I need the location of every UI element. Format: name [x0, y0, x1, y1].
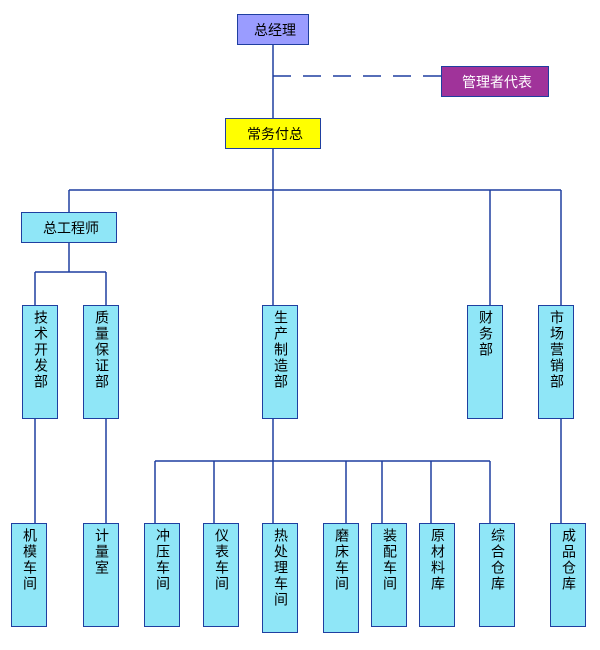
instrument-workshop-box: 仪表车间: [203, 523, 239, 627]
executive-vice-label: 常务付总: [247, 126, 303, 143]
tech-dev-dept-box: 技术开发部: [22, 305, 58, 419]
marketing-dept-box: 市场营销部: [538, 305, 574, 419]
tech-dev-dept-label: 技术开发部: [32, 310, 48, 390]
grinding-workshop-box: 磨床车间: [323, 523, 359, 633]
heat-treatment-workshop-label: 热处理车间: [272, 528, 288, 608]
raw-materials-store-label: 原材料库: [429, 528, 445, 592]
general-warehouse-box: 综合仓库: [479, 523, 515, 627]
stamping-workshop-box: 冲压车间: [144, 523, 180, 627]
stamping-workshop-label: 冲压车间: [154, 528, 170, 592]
finance-dept-label: 财务部: [477, 310, 493, 358]
finished-goods-warehouse-label: 成品仓库: [560, 528, 576, 592]
instrument-workshop-label: 仪表车间: [213, 528, 229, 592]
heat-treatment-workshop-box: 热处理车间: [262, 523, 298, 633]
production-dept-box: 生产制造部: [262, 305, 298, 419]
assembly-workshop-box: 装配车间: [371, 523, 407, 627]
production-dept-label: 生产制造部: [272, 310, 288, 390]
finished-goods-warehouse-box: 成品仓库: [550, 523, 586, 627]
marketing-dept-label: 市场营销部: [548, 310, 564, 390]
metrology-room-box: 计量室: [83, 523, 119, 627]
grinding-workshop-label: 磨床车间: [333, 528, 349, 592]
machine-mold-workshop-box: 机模车间: [11, 523, 47, 627]
management-representative-box: 管理者代表: [441, 66, 549, 97]
executive-vice-box: 常务付总: [225, 118, 321, 149]
raw-materials-store-box: 原材料库: [419, 523, 455, 627]
general-warehouse-label: 综合仓库: [489, 528, 505, 592]
machine-mold-workshop-label: 机模车间: [21, 528, 37, 592]
general-manager-label: 总经理: [254, 22, 296, 39]
general-manager-box: 总经理: [237, 14, 309, 45]
quality-dept-box: 质量保证部: [83, 305, 119, 419]
assembly-workshop-label: 装配车间: [381, 528, 397, 592]
management-representative-label: 管理者代表: [462, 74, 532, 91]
quality-dept-label: 质量保证部: [93, 310, 109, 390]
chief-engineer-box: 总工程师: [21, 212, 117, 243]
finance-dept-box: 财务部: [467, 305, 503, 419]
metrology-room-label: 计量室: [93, 528, 109, 576]
chief-engineer-label: 总工程师: [43, 220, 99, 237]
